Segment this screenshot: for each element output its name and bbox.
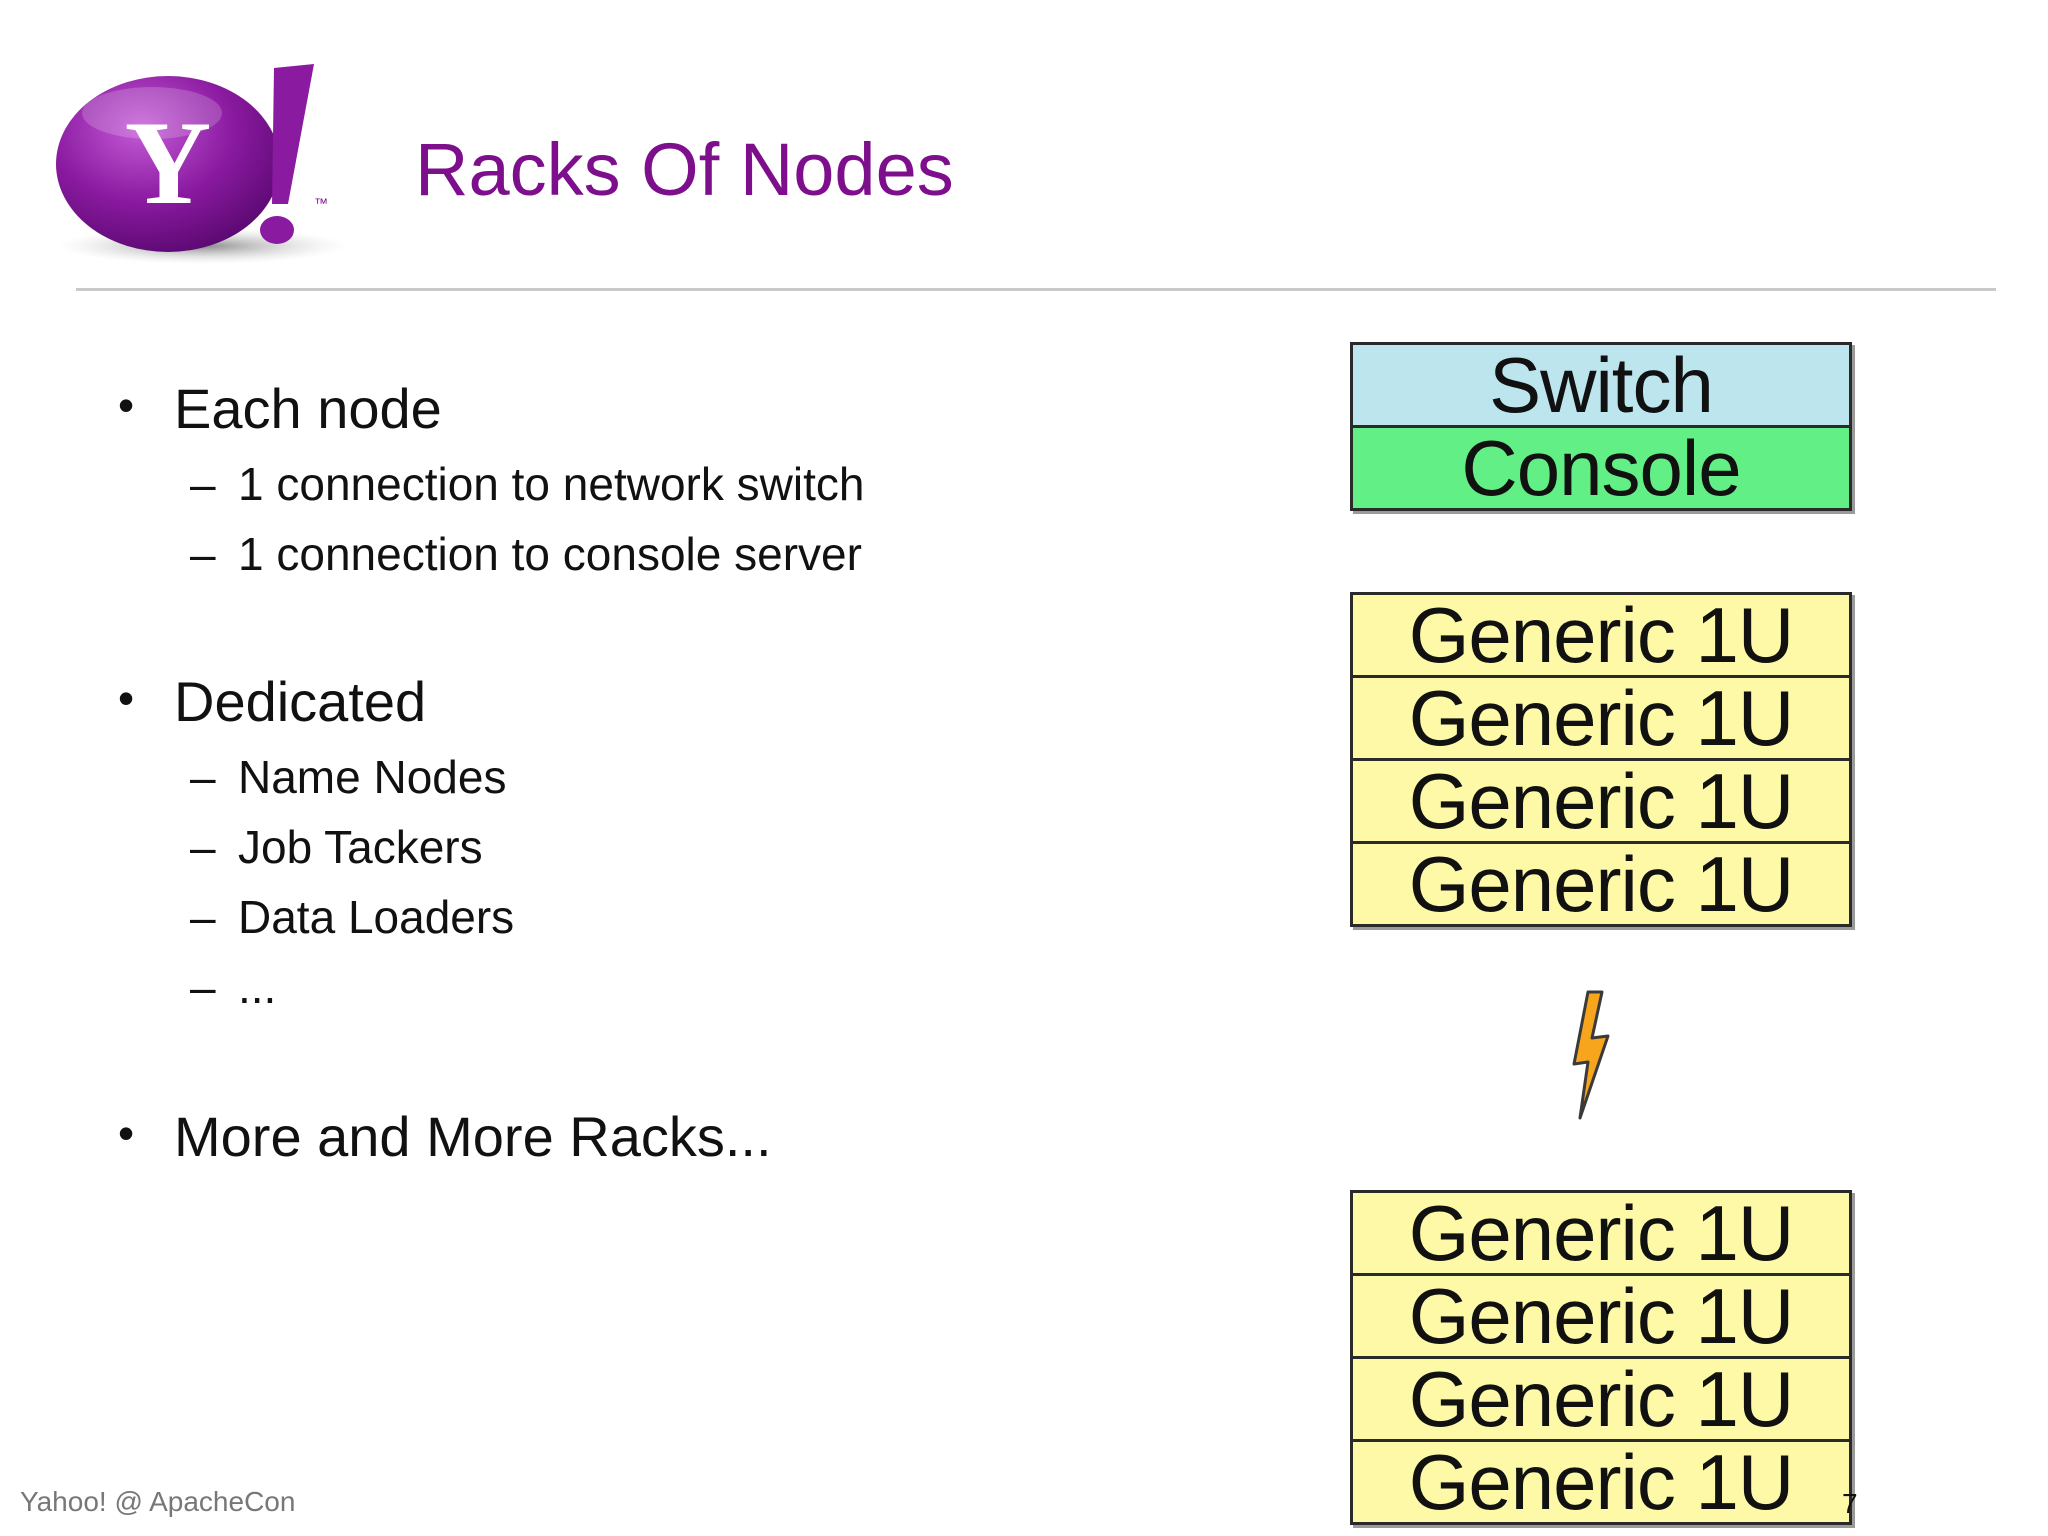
dash-glyph: –: [190, 751, 216, 803]
dash-glyph: –: [190, 961, 216, 1013]
sub-bullet-text: 1 connection to network switch: [238, 458, 865, 510]
rack-unit-generic: Generic 1U: [1353, 1193, 1849, 1276]
title-divider: [76, 288, 1996, 291]
logo-trademark: ™: [314, 195, 328, 211]
rack-unit-generic: Generic 1U: [1353, 844, 1849, 924]
bullet-item: • More and More Racks...: [118, 1104, 772, 1170]
dash-glyph: –: [190, 528, 216, 580]
sub-bullet-text: Job Tackers: [238, 821, 483, 873]
sub-bullet-item: – Job Tackers: [190, 819, 483, 875]
bullet-text: More and More Racks...: [174, 1105, 772, 1168]
sub-bullet-item: – 1 connection to network switch: [190, 456, 865, 512]
bullet-glyph: •: [118, 1107, 135, 1159]
rack-generic-middle: Generic 1U Generic 1U Generic 1U Generic…: [1350, 592, 1852, 927]
page-number: 7: [1842, 1488, 1858, 1519]
sub-bullet-text: Data Loaders: [238, 891, 515, 943]
logo-letter: Y: [125, 96, 212, 229]
lightning-bolt-icon: [1572, 990, 1610, 1120]
sub-bullet-item: – ...: [190, 959, 277, 1015]
dash-glyph: –: [190, 458, 216, 510]
bullet-text: Dedicated: [174, 670, 427, 733]
rack-unit-generic: Generic 1U: [1353, 1442, 1849, 1522]
sub-bullet-text: ...: [238, 961, 277, 1013]
rack-generic-bottom: Generic 1U Generic 1U Generic 1U Generic…: [1350, 1190, 1852, 1525]
rack-unit-generic: Generic 1U: [1353, 595, 1849, 678]
bullet-text: Each node: [174, 377, 442, 440]
bullet-item: • Each node: [118, 376, 442, 442]
dash-glyph: –: [190, 821, 216, 873]
footer-text: Yahoo! @ ApacheCon: [20, 1486, 296, 1517]
sub-bullet-item: – Name Nodes: [190, 749, 507, 805]
rack-unit-generic: Generic 1U: [1353, 1276, 1849, 1359]
rack-unit-generic: Generic 1U: [1353, 678, 1849, 761]
yahoo-logo: Y ™: [56, 64, 347, 264]
rack-unit-generic: Generic 1U: [1353, 761, 1849, 844]
bullet-item: • Dedicated: [118, 669, 427, 735]
rack-unit-generic: Generic 1U: [1353, 1359, 1849, 1442]
rack-unit-console: Console: [1353, 428, 1849, 508]
sub-bullet-item: – Data Loaders: [190, 889, 515, 945]
sub-bullet-item: – 1 connection to console server: [190, 526, 862, 582]
rack-switch-console: Switch Console: [1350, 342, 1852, 511]
bullet-glyph: •: [118, 379, 135, 431]
bullet-glyph: •: [118, 672, 135, 724]
dash-glyph: –: [190, 891, 216, 943]
sub-bullet-text: Name Nodes: [238, 751, 507, 803]
sub-bullet-text: 1 connection to console server: [238, 528, 862, 580]
page-title: Racks Of Nodes: [415, 128, 954, 211]
rack-unit-switch: Switch: [1353, 345, 1849, 428]
